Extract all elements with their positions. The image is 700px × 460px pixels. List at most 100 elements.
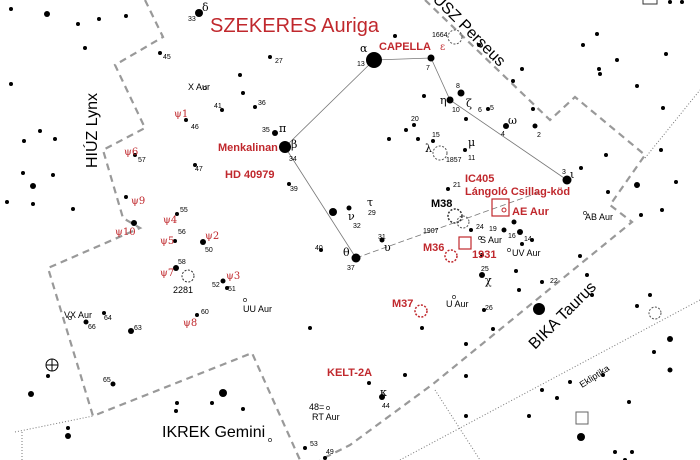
star [158, 51, 162, 55]
deep-sky-objects [45, 0, 662, 425]
star [532, 123, 538, 129]
star-number: 20 [411, 116, 419, 123]
label-s-aur: S Aur [480, 235, 502, 245]
star [446, 96, 454, 104]
star [517, 229, 523, 235]
star [253, 105, 257, 109]
constellation-taurus: BIKA Taurus [526, 279, 600, 353]
star [71, 207, 75, 211]
label-rt-aur: RT Aur [312, 412, 340, 422]
star [595, 32, 599, 36]
star [51, 173, 55, 177]
star [464, 374, 468, 378]
star [422, 94, 426, 98]
star [463, 148, 467, 152]
greek-zeta: ζ [466, 97, 472, 110]
greek-beta: β [291, 138, 297, 151]
star [668, 0, 672, 4]
greek-pi: π [279, 122, 286, 135]
star [303, 446, 307, 450]
label-capella: CAPELLA [379, 41, 431, 53]
star [268, 55, 272, 59]
greek-kappa: κ [380, 386, 387, 399]
star [238, 73, 242, 77]
star [530, 238, 534, 242]
star [9, 7, 13, 11]
star [613, 450, 617, 454]
star [174, 409, 178, 413]
star [533, 303, 545, 315]
star [579, 166, 583, 170]
star [639, 213, 643, 217]
variable-star-marker [326, 406, 330, 410]
star-number: 50 [205, 247, 213, 254]
star [457, 89, 465, 97]
star [480, 253, 484, 257]
star [520, 242, 524, 246]
greek-chi: χ [485, 274, 492, 287]
star [133, 153, 137, 157]
star [387, 137, 391, 141]
variable-star-marker [507, 248, 511, 252]
star-number: 14 [524, 236, 532, 243]
label-uu-aur: UU Aur [243, 304, 272, 314]
star-number: 26 [485, 305, 493, 312]
label-psi4: ψ4 [163, 215, 177, 226]
ecliptic-label: Ekliptika [578, 363, 612, 390]
star-number: 65 [103, 377, 111, 384]
star-number: 66 [88, 324, 96, 331]
star [627, 400, 631, 404]
star [272, 130, 278, 136]
variable-star-marker [268, 438, 272, 442]
star [65, 433, 71, 439]
star [5, 200, 9, 204]
greek-delta: δ [202, 1, 209, 14]
label-uv-aur: UV Aur [512, 248, 541, 258]
star-number: 6 [478, 107, 482, 114]
star [680, 0, 684, 4]
star-number: 63 [134, 325, 142, 332]
star [351, 253, 361, 263]
label-psi1: ψ1 [174, 109, 188, 120]
star [648, 293, 652, 297]
star [427, 54, 435, 62]
star [124, 14, 128, 18]
star-number: 56 [178, 229, 186, 236]
star-number: 47 [195, 166, 203, 173]
star [131, 220, 137, 226]
label-kelt2a: KELT-2A [327, 367, 372, 379]
star [279, 141, 291, 153]
star [102, 311, 106, 315]
star [200, 239, 206, 245]
label-ab-aur: AB Aur [585, 212, 613, 222]
star [22, 139, 26, 143]
star [555, 396, 559, 400]
star [393, 34, 397, 38]
star [606, 190, 610, 194]
star [53, 137, 57, 141]
label-u-aur: U Aur [446, 299, 469, 309]
chart-title: SZEKERES Auriga [210, 15, 380, 37]
star-number: 52 [212, 282, 220, 289]
star [674, 180, 678, 184]
star [491, 327, 495, 331]
star-number: 33 [188, 16, 196, 23]
star [615, 58, 619, 62]
star-number: 49 [326, 449, 334, 456]
star [44, 11, 50, 17]
star [577, 433, 585, 441]
star [30, 183, 36, 189]
star [83, 46, 87, 50]
star [597, 67, 601, 71]
star [9, 82, 13, 86]
variable-star-marker [583, 211, 587, 215]
star [220, 108, 224, 112]
label-m37: M37 [392, 298, 413, 310]
label-ngc1931: 1931 [472, 249, 496, 261]
label-ae-aur: AE Aur [512, 206, 550, 218]
star [520, 67, 524, 71]
star-number: 36 [258, 100, 266, 107]
star [184, 118, 188, 122]
label-ic405: IC405 [465, 173, 494, 185]
